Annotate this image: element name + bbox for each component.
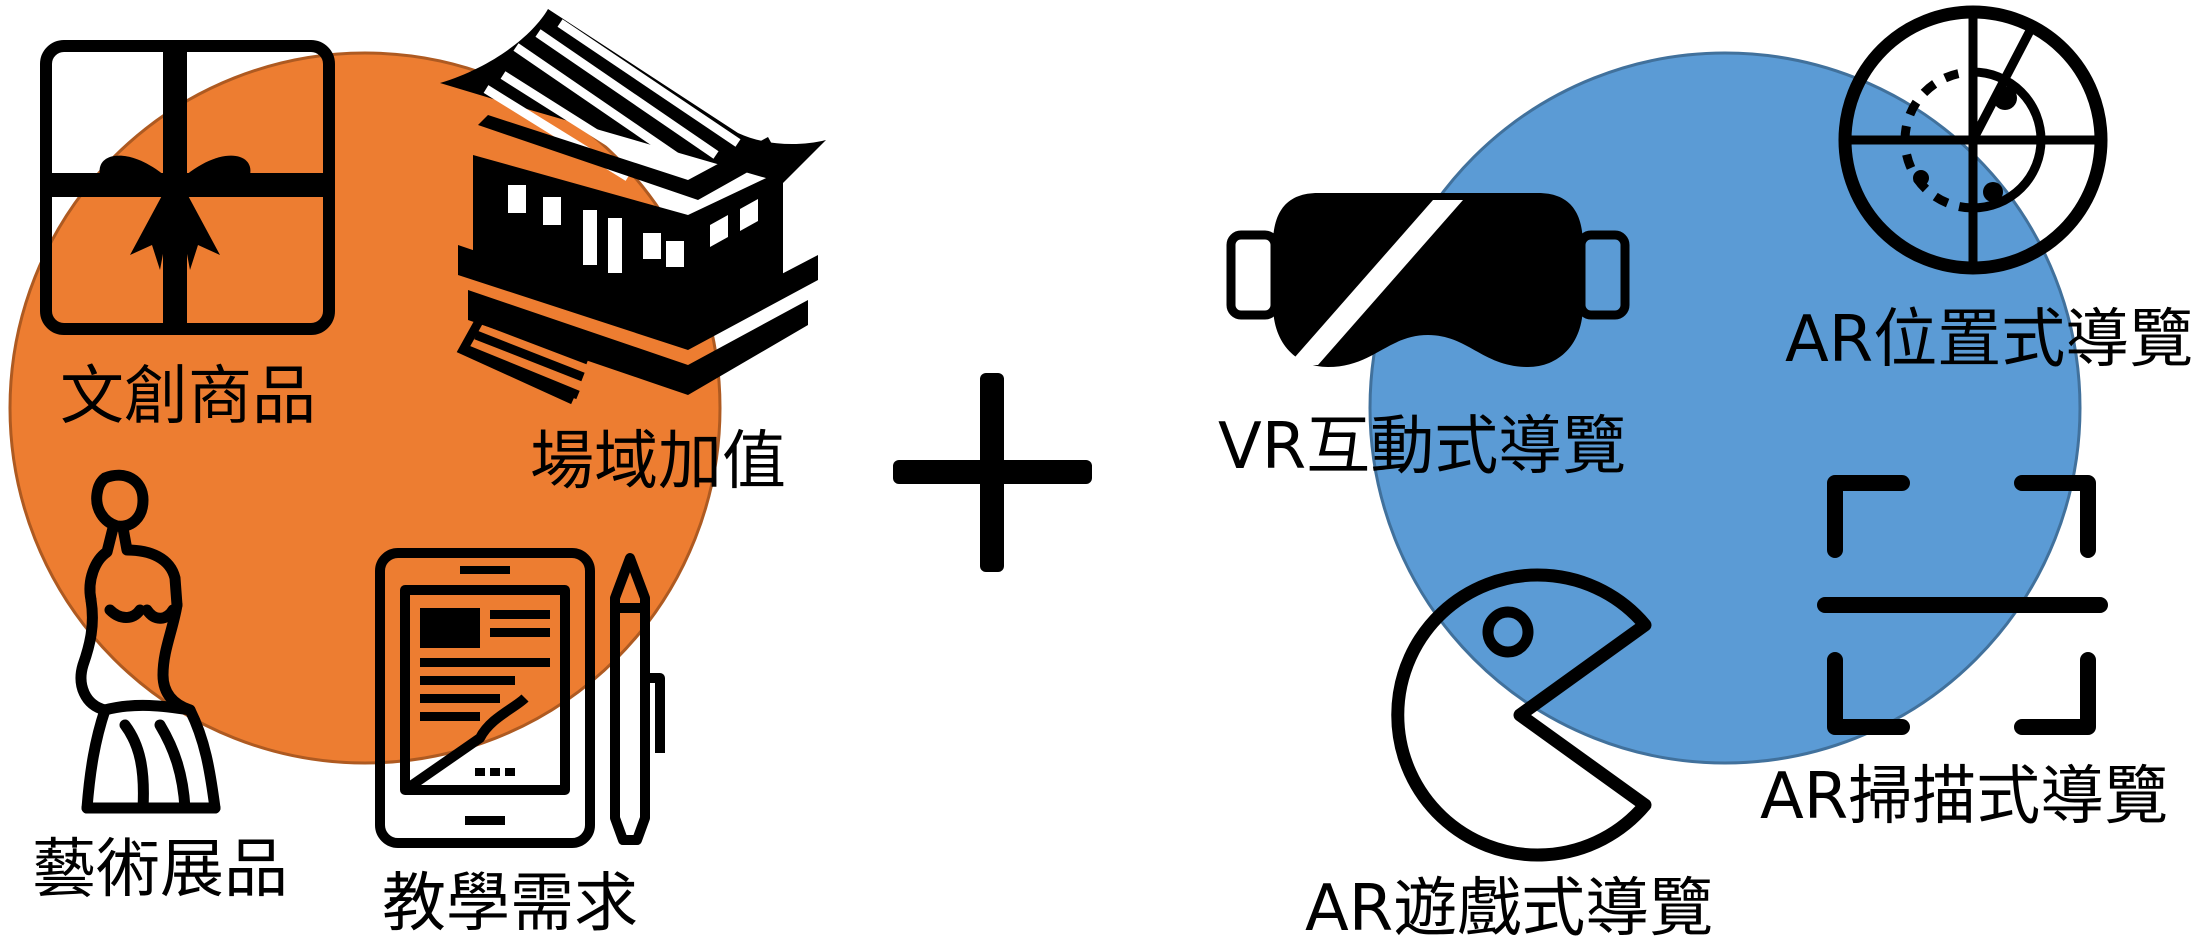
- label-ar-game-tour: AR遊戲式導覽: [1305, 872, 1714, 946]
- temple-building-icon: [438, 5, 828, 405]
- label-art-exhibits: 藝術展品: [32, 833, 288, 907]
- vr-headset-icon: [1226, 185, 1630, 375]
- pacman-icon: [1370, 568, 1658, 862]
- label-venue-value: 場域加值: [530, 425, 786, 499]
- plus-icon: [890, 370, 1095, 575]
- label-teaching-needs: 教學需求: [382, 867, 638, 941]
- gift-box-icon: [40, 40, 335, 335]
- radar-target-icon: [1833, 0, 2113, 285]
- label-ar-location-tour: AR位置式導覽: [1785, 303, 2194, 377]
- scan-frame-icon: [1817, 475, 2108, 737]
- label-vr-interactive-tour: VR互動式導覽: [1218, 410, 1627, 484]
- tablet-pen-icon: [375, 548, 675, 848]
- venus-statue-icon: [65, 469, 225, 815]
- label-ar-scan-tour: AR掃描式導覽: [1760, 760, 2169, 834]
- label-cultural-products: 文創商品: [60, 360, 316, 434]
